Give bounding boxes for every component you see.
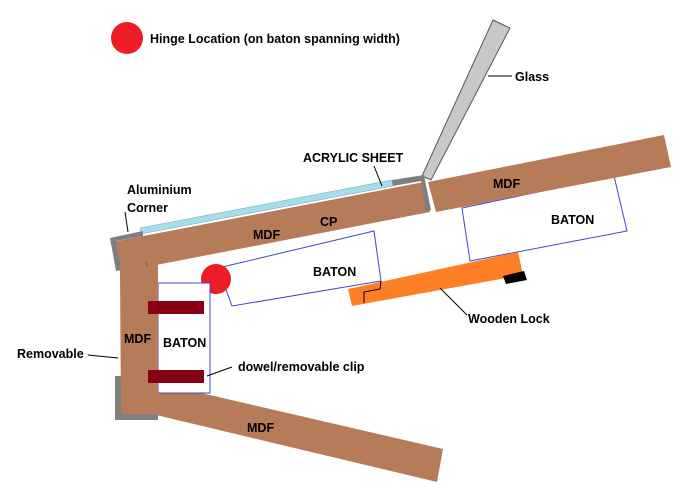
removable-leader-line [87, 354, 119, 359]
dowel-clip-lower [148, 370, 204, 383]
base-mdf-label: MDF [247, 421, 274, 435]
wooden-lock-catch [503, 271, 527, 284]
right-mdf-label: MDF [493, 177, 520, 191]
right-baton-label: BATON [551, 213, 594, 227]
right-mdf-panel [428, 135, 671, 212]
aluminium-corner-label-line2: Corner [127, 201, 168, 215]
wooden-lock-leader-line [439, 287, 468, 316]
front-mdf-label: MDF [124, 332, 151, 346]
removable-aluminium-corner [115, 376, 158, 420]
wooden-lock [348, 252, 523, 306]
acrylic-sheet-label: ACRYLIC SHEET [303, 151, 404, 165]
glass-label: Glass [515, 70, 549, 84]
front-baton-label: BATON [163, 336, 206, 350]
wooden-lock-label: Wooden Lock [468, 312, 550, 326]
dowel-clip-label: dowel/removable clip [238, 360, 365, 374]
dowel-clip-leader-line [206, 366, 233, 377]
lid-mdf-panel [112, 182, 430, 272]
removable-label: Removable [17, 347, 84, 361]
hinge-legend-label: Hinge Location (on baton spanning width) [150, 32, 400, 46]
dowel-clip-upper [148, 301, 204, 314]
cp-label: CP [320, 215, 337, 229]
wooden-lock-notch [363, 280, 382, 303]
aluminium-corner-label-line1: Aluminium [127, 183, 192, 197]
lid-mdf-label: MDF [253, 228, 280, 242]
lid-baton-label: BATON [313, 265, 356, 279]
base-mdf-panel [152, 383, 443, 482]
aluminium-corner-right [392, 175, 431, 211]
aluminium-corner-left [110, 231, 143, 271]
acrylic-leader-line [373, 165, 383, 187]
hinge-legend-marker [111, 22, 143, 54]
glass-panel [421, 19, 511, 181]
aluminium-leader-line [124, 211, 129, 233]
